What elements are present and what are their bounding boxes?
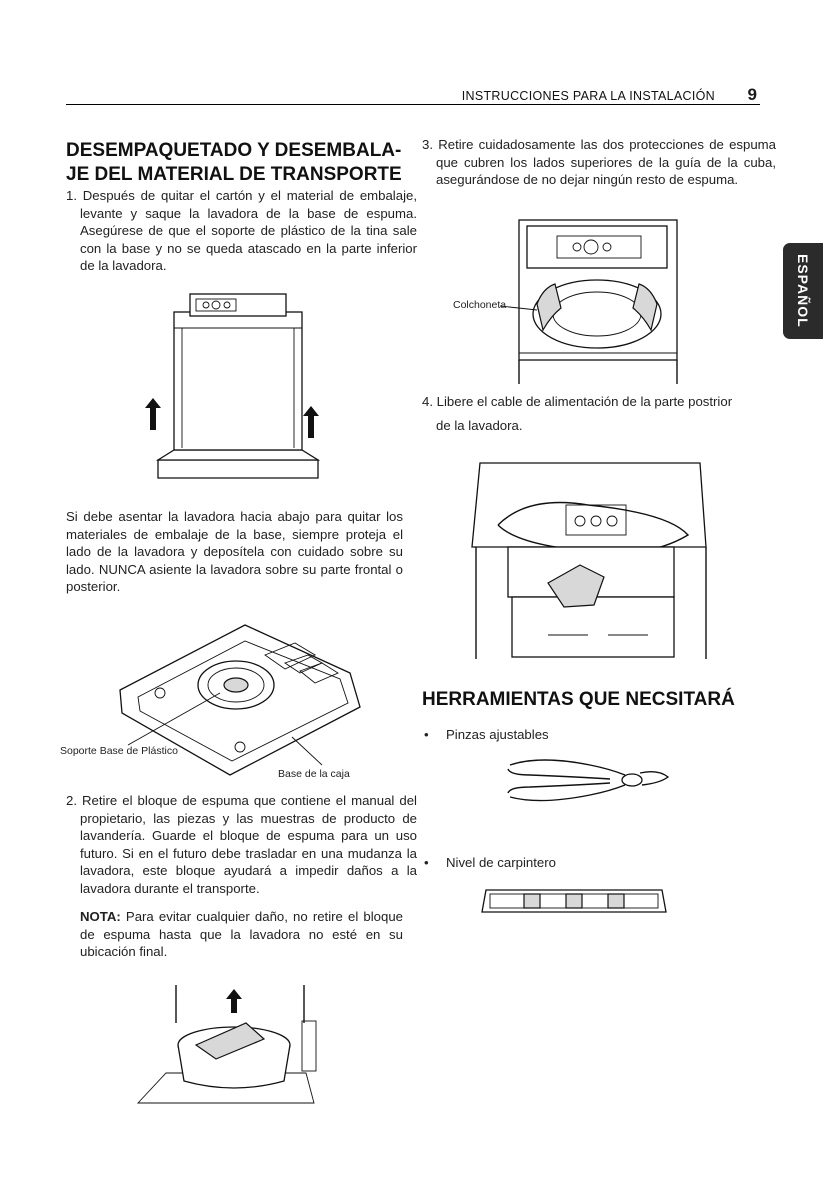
washer-console xyxy=(189,293,287,317)
step-1-text: 1. Después de quitar el cartón y el mate… xyxy=(66,188,417,273)
language-tab: ESPAÑOL xyxy=(783,243,823,339)
spirit-level-icon xyxy=(481,889,667,913)
step-4-line-2: de la lavadora. xyxy=(436,418,523,433)
tool-item-pliers: •Pinzas ajustables xyxy=(424,727,549,742)
drum-pad-illustration xyxy=(499,219,678,384)
tool-item-level: •Nivel de carpintero xyxy=(424,855,556,870)
section-heading-unpacking: DESEMPAQUETADO Y DESEMBALA- JE DEL MATER… xyxy=(66,139,411,187)
box-base-illustration xyxy=(119,624,361,776)
label-pad: Colchoneta xyxy=(453,299,507,311)
header-rule xyxy=(66,104,760,105)
arrow-up-icon xyxy=(226,989,242,1013)
foam-pad xyxy=(536,283,562,332)
washer-body xyxy=(173,311,303,451)
page-number: 9 xyxy=(747,85,757,104)
foam-pad xyxy=(632,283,658,332)
step-4-line-1: 4. Libere el cable de alimentación de la… xyxy=(422,394,733,409)
heading-line-2: JE DEL MATERIAL DE TRANSPORTE xyxy=(66,164,402,185)
paragraph-lay-down: Si debe asentar la lavadora hacia abajo … xyxy=(66,509,403,594)
gloved-hand xyxy=(547,564,605,608)
heading-line-1: DESEMPAQUETADO Y DESEMBALA- xyxy=(66,140,402,161)
step-3-text: 3. Retire cuidadosamente las dos protecc… xyxy=(422,137,776,187)
pliers-icon xyxy=(507,759,670,802)
manual-packet xyxy=(194,1022,266,1060)
foam-base xyxy=(157,459,319,479)
drum xyxy=(532,279,662,349)
step-2-text: 2. Retire el bloque de espuma que contie… xyxy=(66,793,417,896)
power-cord-illustration xyxy=(471,462,707,659)
foam-block-illustration xyxy=(136,985,317,1104)
arrow-up-icon xyxy=(145,398,161,430)
language-tab-label: ESPAÑOL xyxy=(795,254,811,328)
label-box-base: Base de la caja xyxy=(278,768,350,780)
tools-heading: HERRAMIENTAS QUE NECSITARÁ xyxy=(422,689,735,710)
washer-lift-illustration xyxy=(145,293,321,479)
header-title: INSTRUCCIONES PARA LA INSTALACIÓN xyxy=(461,89,715,103)
arrow-up-icon xyxy=(303,406,319,438)
note-text: NOTA: Para evitar cualquier daño, no ret… xyxy=(80,909,403,959)
note-label: NOTA: xyxy=(80,909,121,924)
label-plastic-support: Soporte Base de Plástico xyxy=(60,745,178,757)
